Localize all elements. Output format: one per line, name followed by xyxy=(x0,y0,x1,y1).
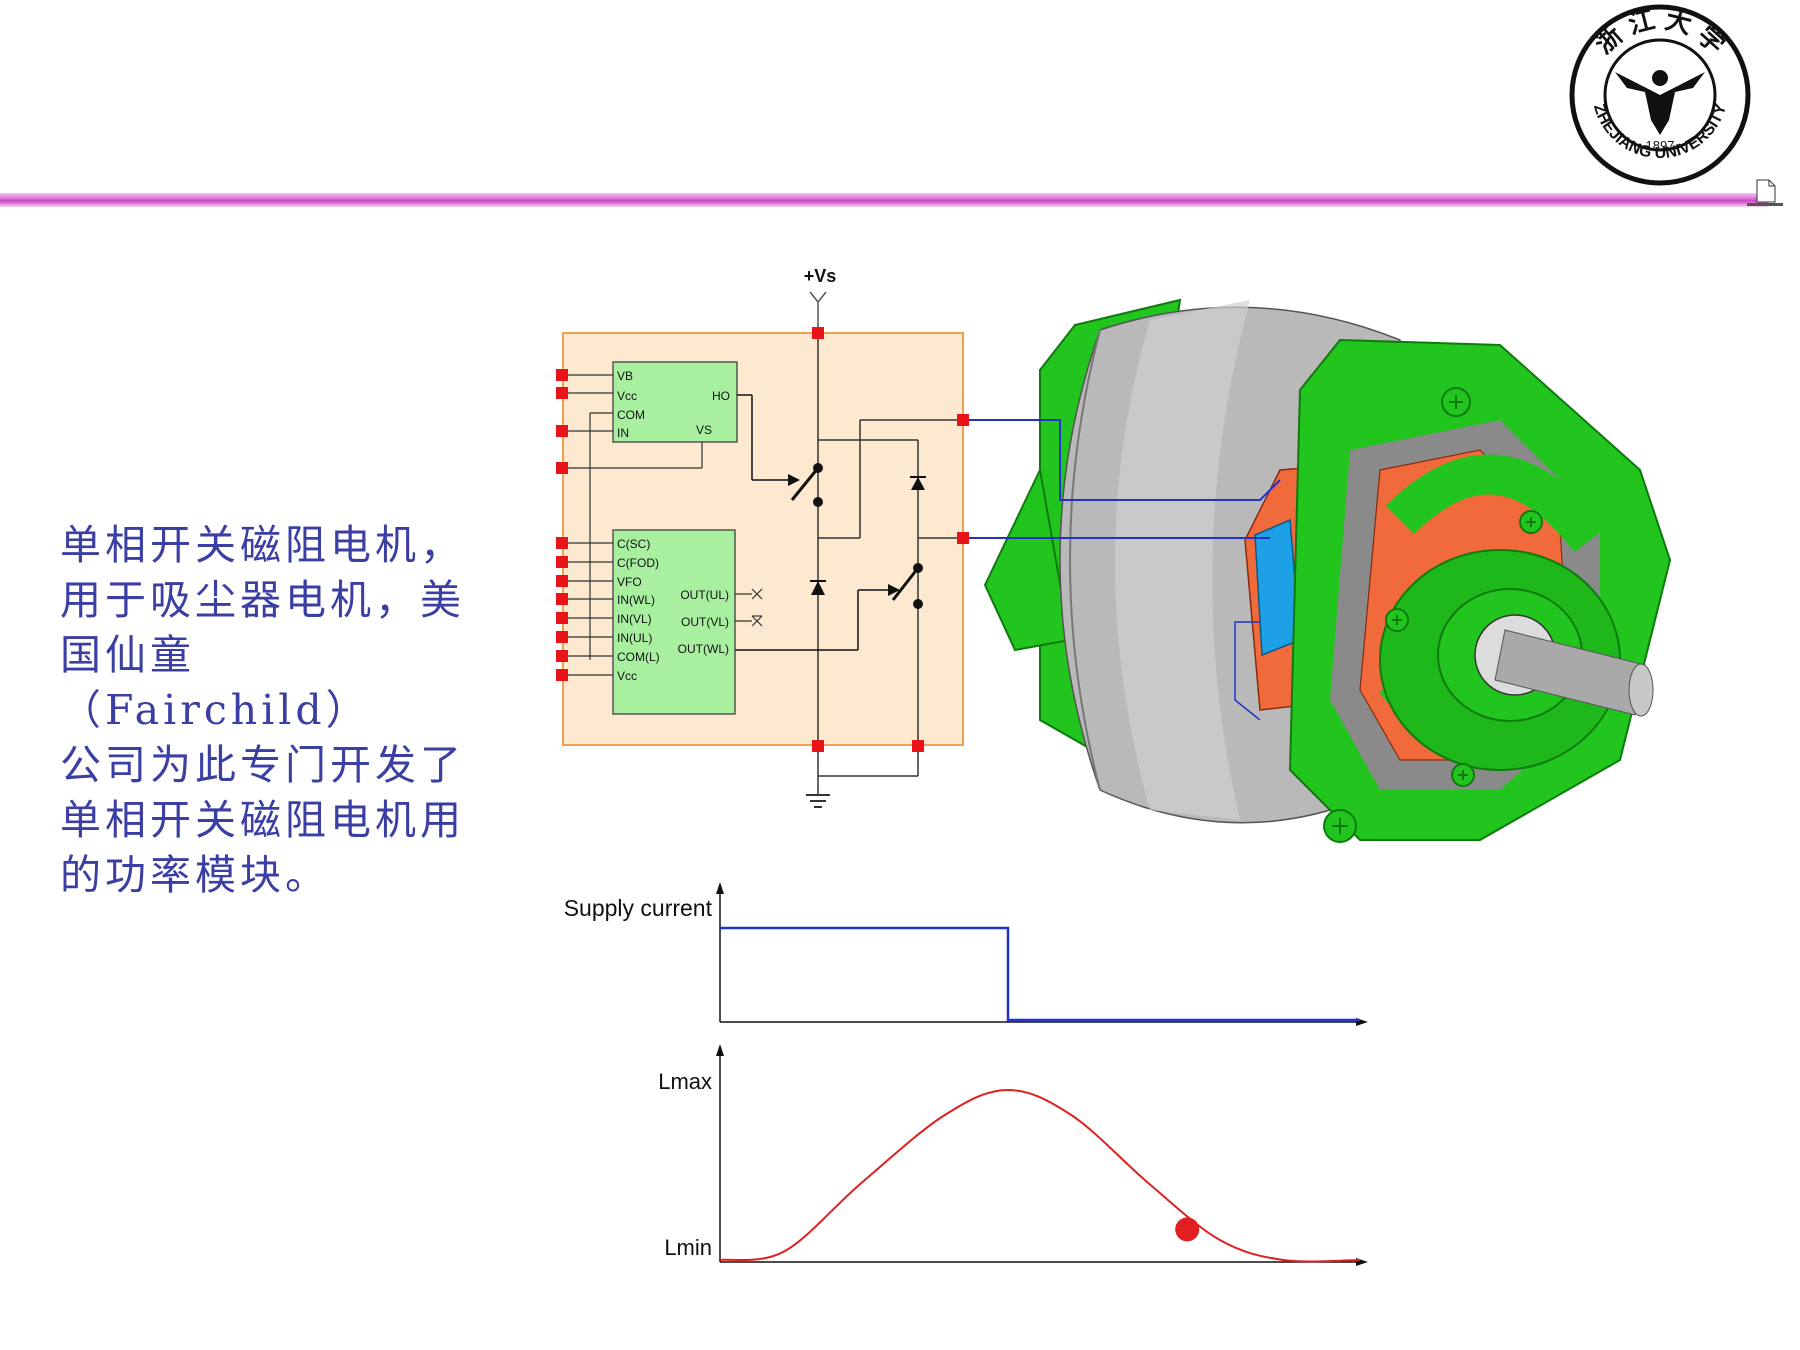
ic2-pin-outul: OUT(UL) xyxy=(680,588,729,602)
ic1-pin-in: IN xyxy=(617,426,629,440)
ic2-pin-inwl: IN(WL) xyxy=(617,593,655,607)
power-module-circuit: +Vs xyxy=(556,266,969,808)
ground-symbol xyxy=(806,794,830,808)
ic1-pin-vb: VB xyxy=(617,369,633,383)
header-divider xyxy=(0,193,1768,207)
nc-markers xyxy=(751,588,763,627)
description-text: 单相开关磁阻电机， 用于吸尘器电机，美 国仙童（Fairchild） 公司为此专… xyxy=(60,521,465,899)
ic2-pin-inul: IN(UL) xyxy=(617,631,652,645)
switched-reluctance-motor xyxy=(969,298,1672,843)
ic2-pin-invl: IN(VL) xyxy=(617,612,652,626)
zhejiang-university-logo: 1897 ZHEJIANG UNIVERSITY 浙 江 大 学 xyxy=(1569,4,1751,186)
low-side-switch xyxy=(735,563,923,651)
diode-upper xyxy=(910,476,926,490)
screw-icons xyxy=(1323,387,1543,843)
rotor-position-marker xyxy=(1175,1217,1200,1242)
diode-lower xyxy=(810,580,826,595)
ic1-pin-ho: HO xyxy=(712,389,730,403)
inductance-chart: Lmax Lmin xyxy=(658,1044,1368,1266)
ic2-pin-vfo: VFO xyxy=(617,575,642,589)
document-icon[interactable] xyxy=(1745,178,1785,218)
supply-current-series xyxy=(720,926,1360,1022)
chart1-ylabel: Supply current xyxy=(564,895,713,921)
ic2-pin-cfod: C(FOD) xyxy=(617,556,659,570)
inductance-series xyxy=(719,1088,1361,1263)
chart2-tick-lmax: Lmax xyxy=(658,1069,712,1094)
high-side-switch xyxy=(737,394,823,507)
module-pins xyxy=(556,327,969,752)
winding-wire-1 xyxy=(969,419,1281,501)
ic2-pin-csc: C(SC) xyxy=(617,537,650,551)
low-side-driver-ic xyxy=(612,529,736,715)
high-side-driver-ic xyxy=(612,361,738,443)
ic2-pin-outvl: OUT(VL) xyxy=(681,615,729,629)
ic2-pin-outwl: OUT(WL) xyxy=(678,642,729,656)
supply-label: +Vs xyxy=(804,266,837,286)
logo-year: 1897 xyxy=(1646,138,1675,153)
ic2-pin-coml: COM(L) xyxy=(617,650,660,664)
ic2-pin-vcc: Vcc xyxy=(617,669,637,683)
ic1-pin-vcc: Vcc xyxy=(617,389,637,403)
supply-current-chart: Supply current xyxy=(564,882,1368,1026)
chart2-tick-lmin: Lmin xyxy=(664,1235,712,1260)
ic1-pin-vs: VS xyxy=(696,423,712,437)
ic1-pin-com: COM xyxy=(617,408,645,422)
